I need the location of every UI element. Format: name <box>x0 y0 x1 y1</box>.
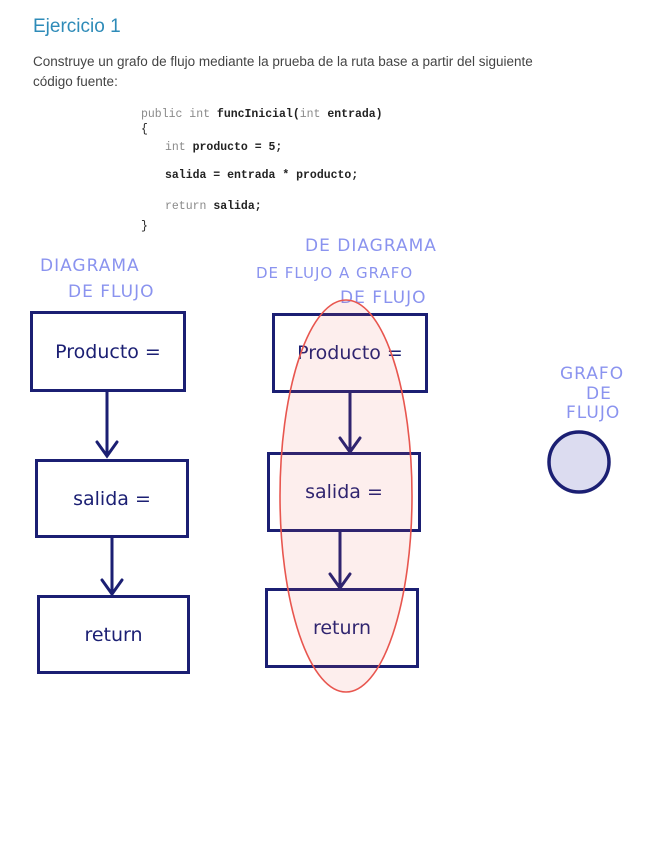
code-line-assign: salida = entrada * producto; <box>165 169 358 182</box>
middle-heading-line3: DE FLUJO <box>340 288 427 308</box>
code-return-kw: return <box>165 200 207 213</box>
code-param-type: int <box>299 108 321 121</box>
middle-box-salida: salida = <box>267 452 421 532</box>
code-decl-rest: producto = 5; <box>185 141 283 154</box>
graph-node <box>547 430 611 494</box>
code-paren: ( <box>292 108 300 121</box>
left-box-producto: Producto = <box>30 311 186 392</box>
middle-heading-line1: DE DIAGRAMA <box>305 236 437 256</box>
middle-heading-line2: DE FLUJO A GRAFO <box>256 264 414 282</box>
left-box-salida: salida = <box>35 459 189 538</box>
left-arrow-2-head <box>100 578 124 597</box>
exercise-instructions: Construye un grafo de flujo mediante la … <box>33 54 533 89</box>
left-heading-line2: DE FLUJO <box>68 282 155 302</box>
code-brace-close: } <box>141 220 148 233</box>
right-heading-line1: GRAFO <box>560 364 625 384</box>
code-return-rest: salida; <box>206 200 262 213</box>
left-box-return: return <box>37 595 190 674</box>
left-arrow-1-head <box>95 440 119 459</box>
code-decl-type: int <box>165 141 186 154</box>
code-line-return: return salida; <box>165 200 262 213</box>
code-listing: public int funcInicial(int entrada) { in… <box>141 108 383 233</box>
exercise-title: Ejercicio 1 <box>33 16 121 37</box>
code-assign-rest: salida = entrada * producto; <box>165 169 359 182</box>
right-heading-line3: FLUJO <box>566 403 621 423</box>
code-modifiers: public int <box>141 108 217 121</box>
code-param: entrada) <box>320 108 383 121</box>
right-heading-line2: DE <box>586 384 612 404</box>
code-line-decl: int producto = 5; <box>165 141 282 154</box>
code-signature: public int funcInicial(int entrada) <box>141 108 383 121</box>
middle-box-producto: Producto = <box>272 313 428 393</box>
left-heading-line1: DIAGRAMA <box>40 256 140 276</box>
code-function-name: funcInicial <box>216 108 293 121</box>
highlight-ellipse <box>279 299 413 693</box>
code-brace-open: { <box>141 123 148 136</box>
